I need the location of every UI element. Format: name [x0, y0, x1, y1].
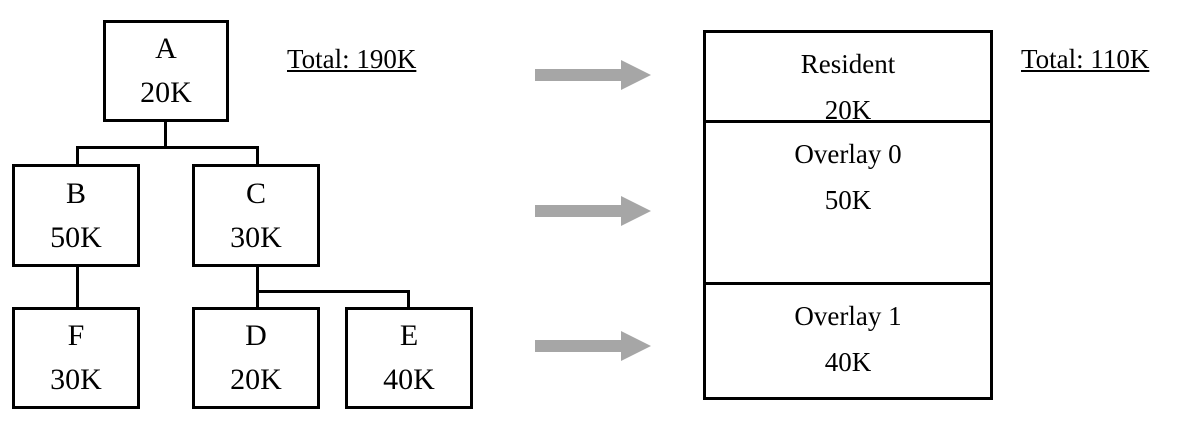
edge-a-b — [76, 146, 79, 166]
node-c-name: C — [245, 176, 266, 210]
node-a: A 20K — [103, 20, 229, 122]
segment-overlay-1-size: 40K — [824, 347, 872, 377]
memory-total-label: Total: 110K — [1021, 44, 1150, 74]
segment-overlay-1: Overlay 1 40K — [706, 293, 990, 393]
edge-c-bar — [256, 290, 410, 293]
node-e-size: 40K — [383, 363, 435, 396]
segment-overlay-1-name: Overlay 1 — [794, 301, 902, 331]
node-e: E 40K — [345, 307, 473, 409]
node-c: C 30K — [192, 164, 320, 267]
node-b-name: B — [65, 176, 86, 210]
node-d-size: 20K — [230, 363, 282, 396]
segment-resident-size: 20K — [824, 95, 872, 125]
node-b-size: 50K — [50, 220, 102, 254]
segment-resident: Resident 20K — [706, 41, 990, 125]
edge-b-f — [76, 265, 79, 309]
arrow-right-icon — [535, 60, 651, 90]
node-b: B 50K — [12, 164, 140, 267]
edge-a-trunk — [164, 120, 167, 148]
node-f: F 30K — [12, 307, 140, 409]
edge-c-trunk — [256, 265, 259, 309]
segment-overlay-0: Overlay 0 50K — [706, 131, 990, 281]
tree-total-label: Total: 190K — [287, 44, 417, 74]
node-f-size: 30K — [50, 363, 102, 396]
segment-overlay-0-size: 50K — [824, 185, 872, 215]
node-d: D 20K — [192, 307, 320, 409]
node-d-name: D — [245, 319, 267, 352]
node-a-name: A — [155, 32, 177, 65]
edge-c-e — [407, 290, 410, 309]
edge-a-bar — [76, 146, 259, 149]
node-e-name: E — [399, 319, 419, 352]
node-f-name: F — [67, 319, 85, 352]
arrow-right-icon — [535, 331, 651, 361]
segment-divider — [706, 282, 990, 285]
node-c-size: 30K — [230, 220, 282, 254]
edge-a-c — [256, 146, 259, 166]
node-a-size: 20K — [140, 76, 192, 109]
arrow-right-icon — [535, 196, 651, 226]
segment-divider — [706, 120, 990, 123]
segment-overlay-0-name: Overlay 0 — [794, 139, 902, 169]
segment-resident-name: Resident — [800, 49, 896, 79]
memory-layout: Resident 20K Overlay 0 50K Overlay 1 40K — [703, 30, 993, 400]
